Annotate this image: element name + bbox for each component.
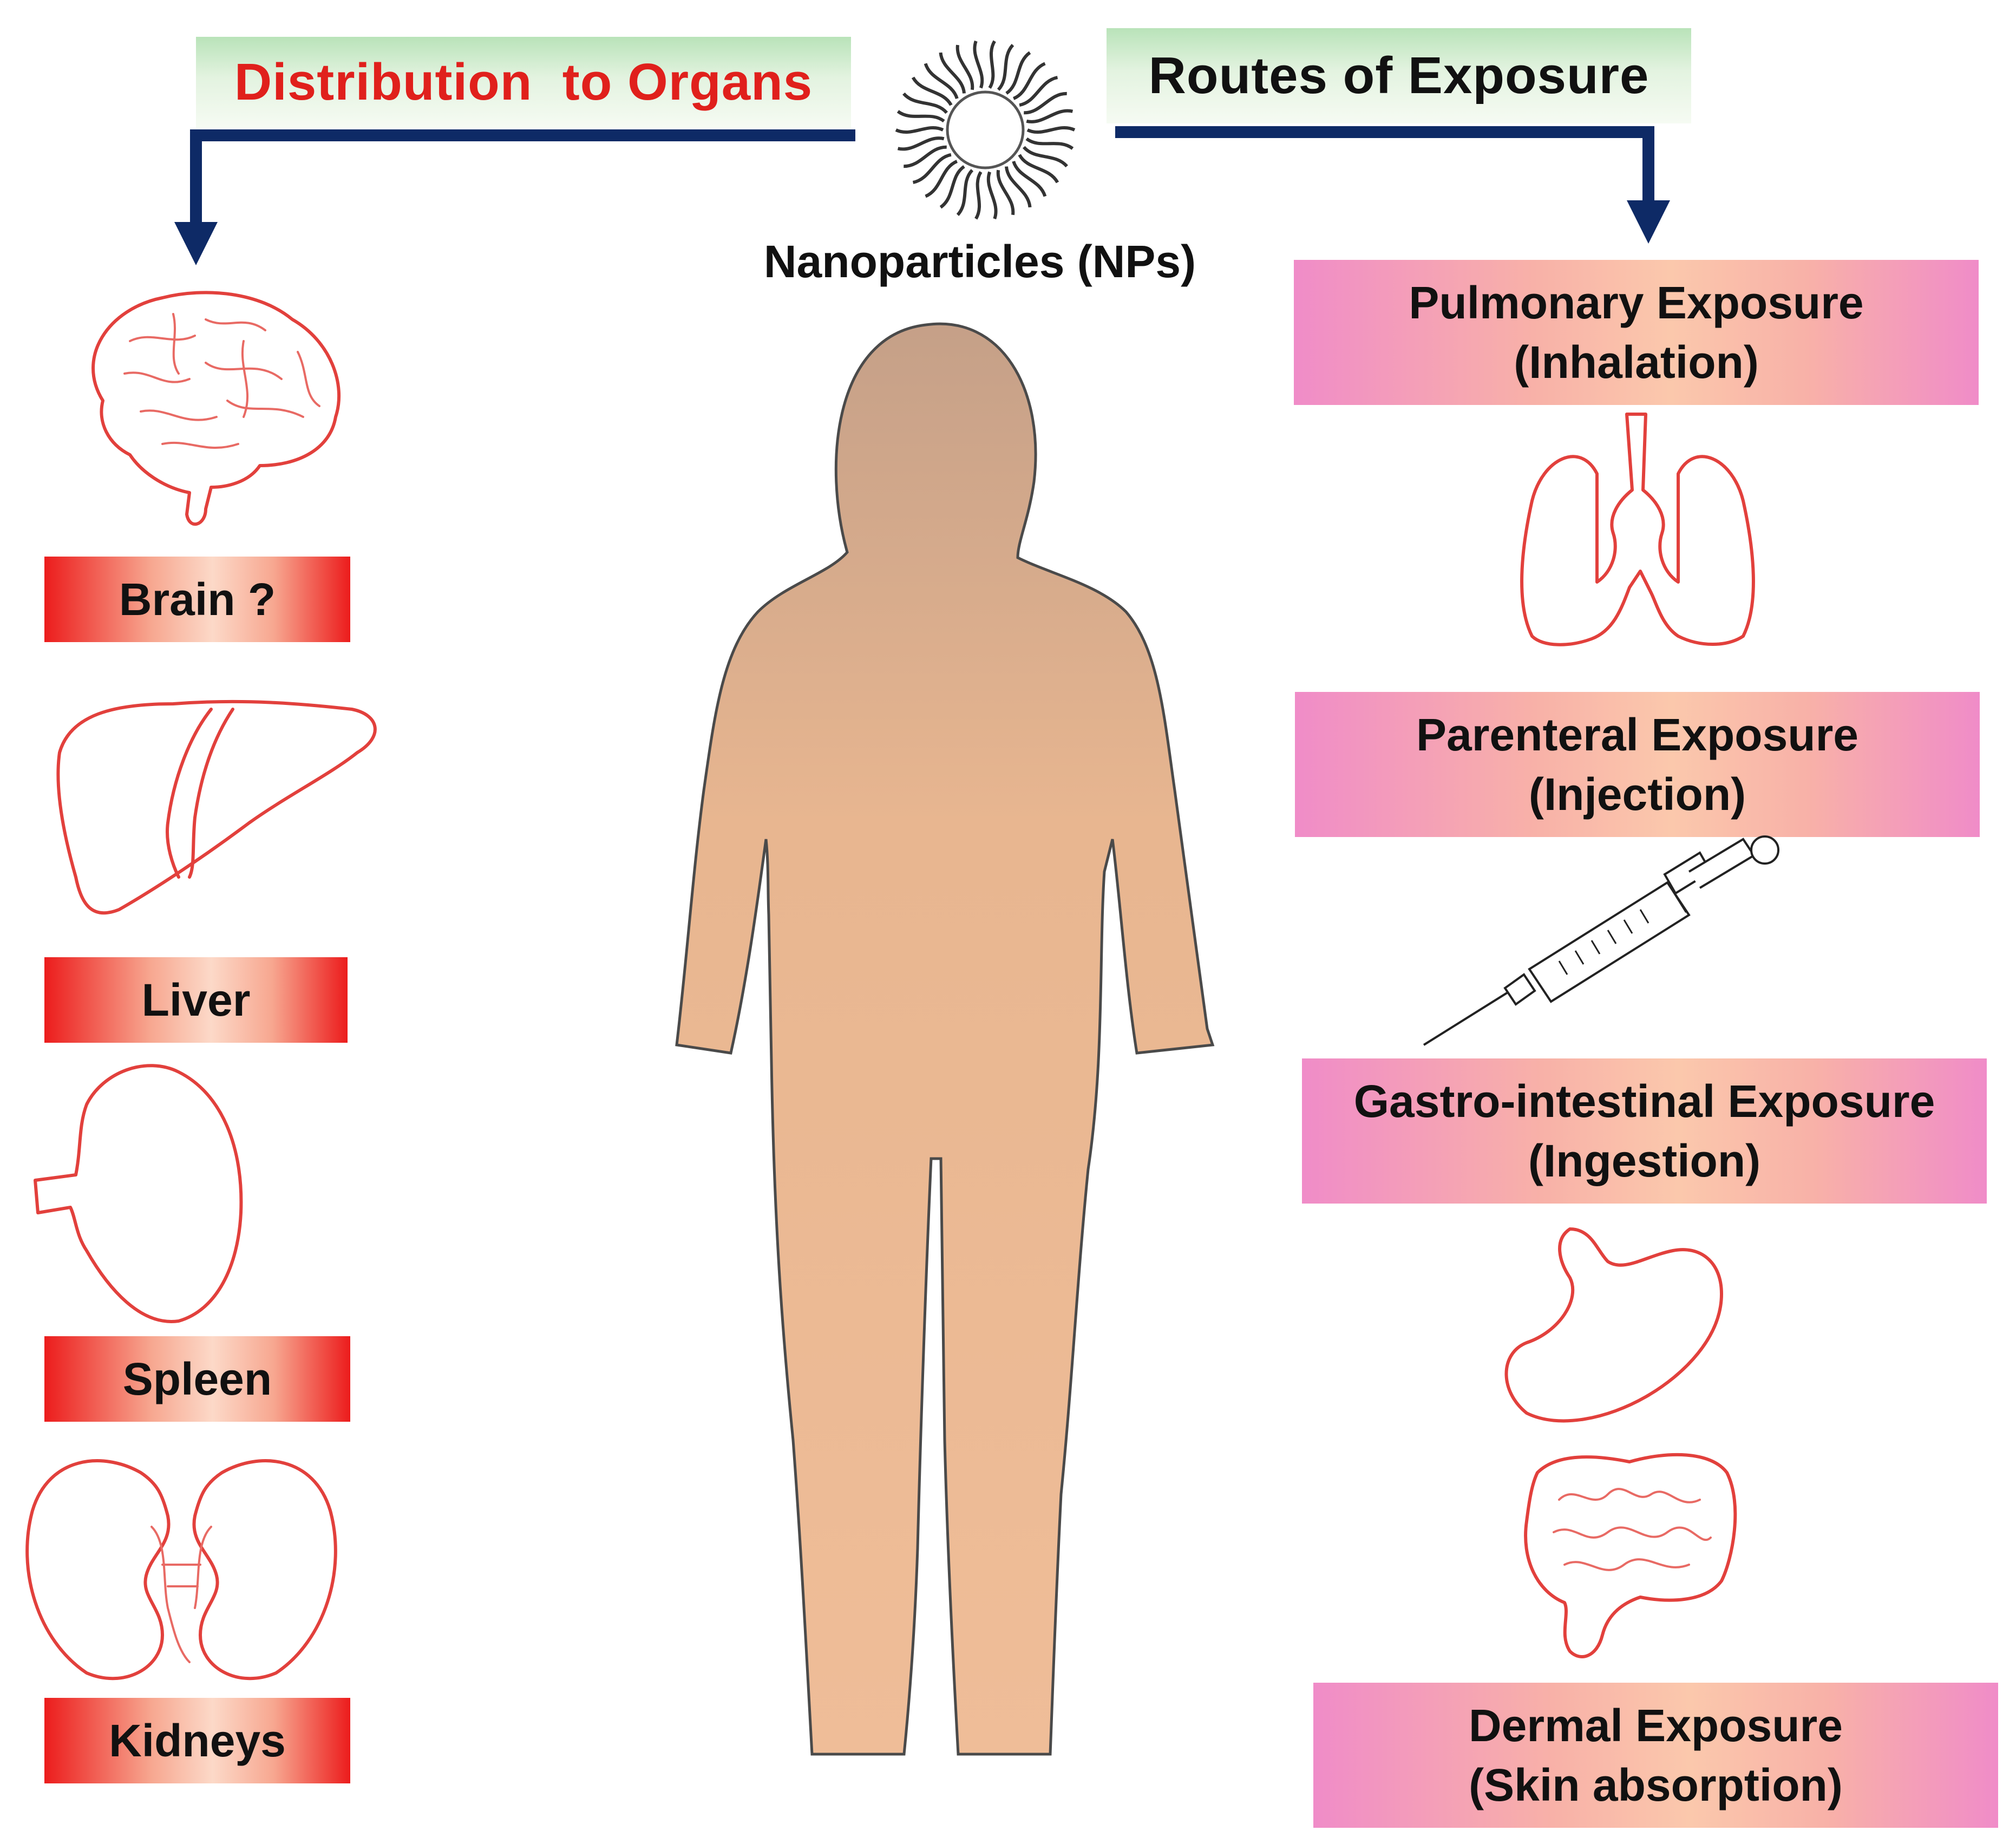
route-line1: Pulmonary Exposure	[1409, 277, 1864, 328]
route-box-pulmonary: Pulmonary Exposure (Inhalation)	[1294, 260, 1979, 405]
body-silhouette	[675, 322, 1215, 1756]
organ-label-brain: Brain ?	[44, 557, 350, 642]
route-line1: Parenteral Exposure	[1416, 709, 1859, 760]
nanoparticle-icon	[895, 40, 1076, 220]
route-line2: (Injection)	[1528, 769, 1746, 820]
intestine-icon	[1524, 1453, 1737, 1658]
distribution-title: Distribution to Organs	[234, 53, 813, 111]
route-box-dermal: Dermal Exposure (Skin absorption)	[1313, 1683, 1998, 1828]
route-line2: (Inhalation)	[1514, 337, 1759, 388]
liver-icon	[56, 700, 377, 915]
routes-title-box: Routes of Exposure	[1107, 28, 1691, 123]
organ-label-text: Kidneys	[109, 1715, 286, 1766]
distribution-title-box: Distribution to Organs	[196, 37, 851, 128]
route-line1: Dermal Exposure	[1469, 1700, 1843, 1751]
routes-title: Routes of Exposure	[1148, 47, 1650, 104]
brain-icon	[91, 291, 341, 526]
organ-label-text: Brain ?	[119, 573, 276, 625]
stomach-icon	[1504, 1227, 1723, 1423]
organ-label-liver: Liver	[44, 957, 348, 1043]
organ-label-text: Spleen	[122, 1353, 272, 1404]
route-line2: (Ingestion)	[1528, 1135, 1761, 1186]
organ-label-spleen: Spleen	[44, 1336, 350, 1422]
route-box-parenteral: Parenteral Exposure (Injection)	[1295, 692, 1980, 837]
route-line2: (Skin absorption)	[1469, 1760, 1843, 1810]
route-line1: Gastro-intestinal Exposure	[1353, 1076, 1935, 1127]
route-box-gastrointestinal: Gastro-intestinal Exposure (Ingestion)	[1302, 1058, 1987, 1204]
nanoparticle-label: Nanoparticles (NPs)	[763, 236, 1196, 287]
syringe-icon	[1423, 835, 1779, 1046]
organ-label-text: Liver	[141, 974, 251, 1025]
kidneys-icon	[25, 1459, 337, 1681]
lungs-icon	[1520, 413, 1755, 646]
spleen-icon	[34, 1064, 243, 1323]
organ-label-kidneys: Kidneys	[44, 1698, 350, 1783]
